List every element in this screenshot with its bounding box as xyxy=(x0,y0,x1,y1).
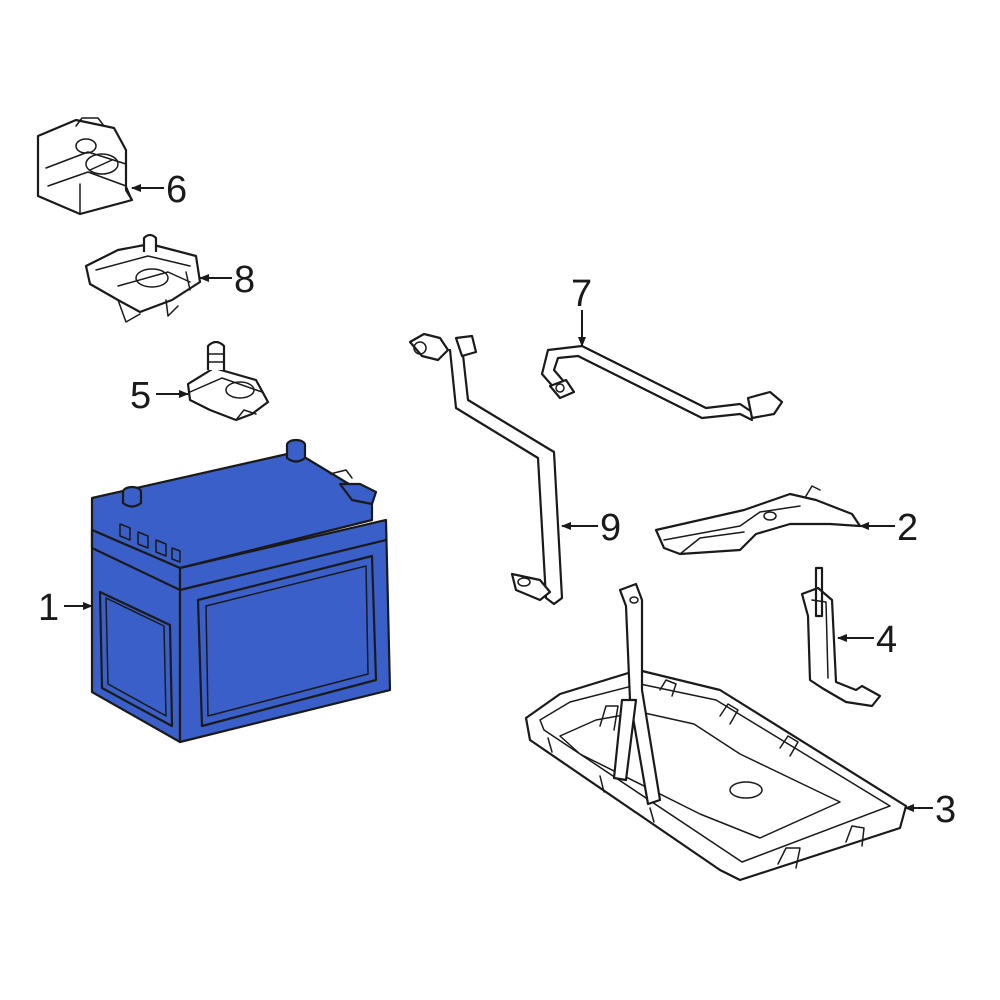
callout-label: 7 xyxy=(571,273,592,315)
positive-terminal-icon[interactable] xyxy=(84,233,202,323)
callout-6: 6 xyxy=(131,169,187,211)
callout-2: 2 xyxy=(859,507,918,549)
callout-1: 1 xyxy=(38,587,93,629)
vent-hose-icon[interactable] xyxy=(540,344,784,422)
callout-label: 3 xyxy=(935,789,956,831)
callout-4: 4 xyxy=(837,619,897,661)
negative-cable-icon[interactable] xyxy=(408,332,564,606)
callout-label: 9 xyxy=(600,507,621,549)
callout-9: 9 xyxy=(561,507,621,549)
callout-label: 1 xyxy=(38,587,59,629)
terminal-clamp-icon[interactable] xyxy=(186,340,270,422)
callout-8: 8 xyxy=(199,259,255,301)
callout-label: 5 xyxy=(130,375,151,417)
hold-down-bracket-icon[interactable] xyxy=(654,485,862,556)
callout-3: 3 xyxy=(904,789,956,831)
callout-label: 6 xyxy=(166,169,187,211)
battery-icon[interactable] xyxy=(90,438,392,744)
callout-label: 2 xyxy=(897,507,918,549)
callout-label: 4 xyxy=(876,619,897,661)
callout-label: 8 xyxy=(234,259,255,301)
battery-tray-icon[interactable] xyxy=(524,582,908,882)
callout-5: 5 xyxy=(130,375,189,417)
callout-7: 7 xyxy=(571,273,592,347)
support-bracket-icon[interactable] xyxy=(800,566,882,708)
terminal-cover-icon[interactable] xyxy=(36,117,134,216)
